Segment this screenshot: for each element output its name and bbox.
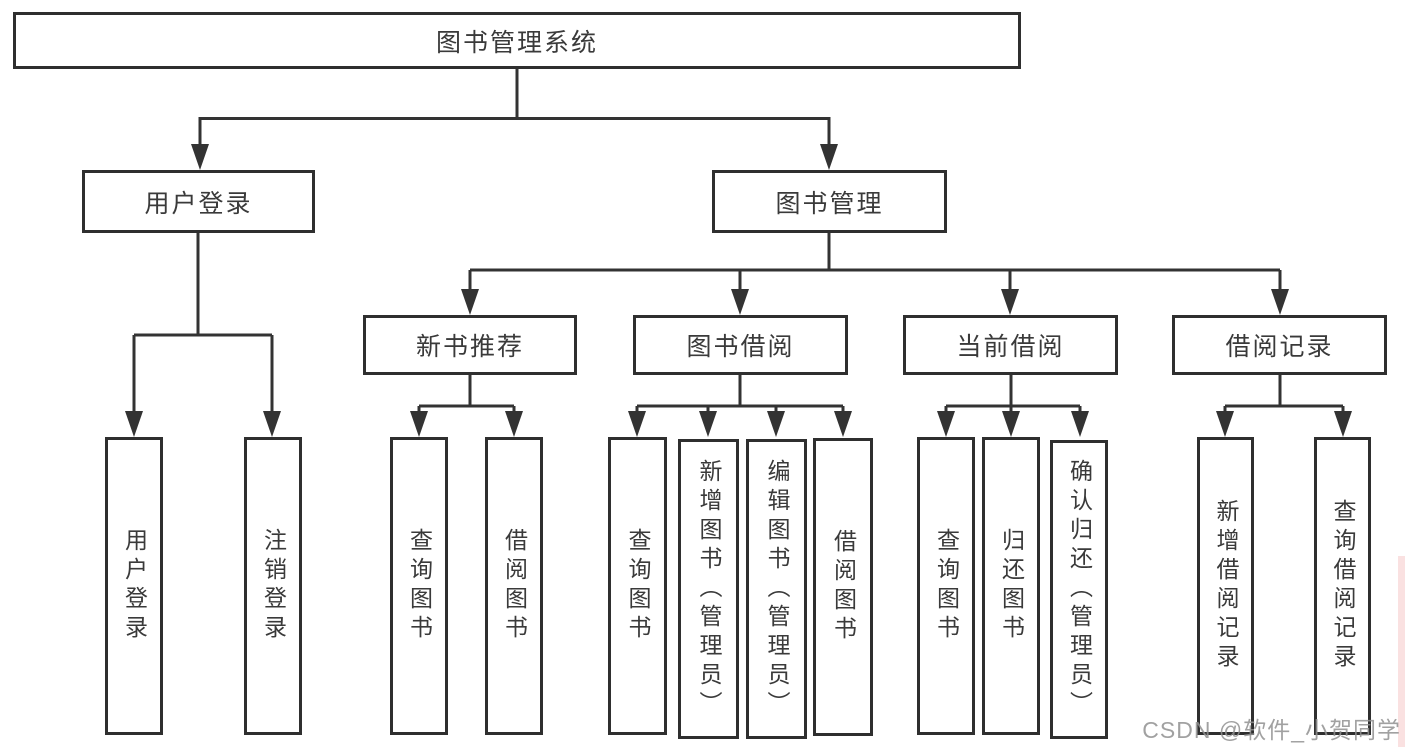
connector-book-borrow (635, 375, 845, 414)
connector-user-login (132, 233, 274, 414)
arrowhead (191, 144, 209, 170)
arrowhead (937, 411, 955, 437)
node-current-borrow: 当前借阅 (903, 315, 1118, 375)
connector-root (198, 69, 831, 147)
leaf-current-confirm-return-admin: 确认归还（管理员） (1050, 440, 1108, 739)
leaf-records-query-record: 查询借阅记录 (1314, 437, 1371, 735)
arrowhead (505, 411, 523, 437)
arrowhead (125, 411, 143, 437)
leaf-borrow-borrow-book: 借阅图书 (813, 438, 873, 736)
leaf-user-login-label: 用户登录 (121, 528, 148, 644)
connector-new-book-recommend (417, 375, 516, 414)
leaf-recommend-query-book: 查询图书 (390, 437, 448, 735)
node-book-borrow: 图书借阅 (633, 315, 848, 375)
csdn-watermark: CSDN @软件_小贺同学 (1142, 717, 1401, 743)
leaf-current-query-book-label: 查询图书 (933, 528, 960, 644)
leaf-borrow-borrow-book-label: 借阅图书 (830, 529, 857, 645)
arrowhead (1334, 411, 1352, 437)
leaf-logout: 注销登录 (244, 437, 302, 735)
leaf-borrow-query-book: 查询图书 (608, 437, 667, 735)
node-new-book-recommend-label: 新书推荐 (415, 333, 524, 361)
arrowhead (731, 289, 749, 315)
arrowhead (767, 411, 785, 437)
arrowhead (628, 411, 646, 437)
leaf-current-return-book: 归还图书 (982, 437, 1040, 735)
node-borrow-records: 借阅记录 (1172, 315, 1387, 375)
arrowheads (125, 144, 1352, 437)
arrowhead (1216, 411, 1234, 437)
leaf-current-confirm-return-admin-label: 确认归还（管理员） (1066, 459, 1093, 720)
arrowhead (263, 411, 281, 437)
node-root: 图书管理系统 (13, 12, 1021, 69)
arrowhead (1071, 411, 1089, 437)
leaf-borrow-add-book-admin: 新增图书（管理员） (678, 439, 739, 739)
arrowhead (699, 411, 717, 437)
leaf-user-login: 用户登录 (105, 437, 163, 735)
node-book-management-label: 图书管理 (775, 189, 884, 218)
watermark-pink-strip (1398, 556, 1405, 747)
arrowhead (834, 411, 852, 437)
leaf-logout-label: 注销登录 (260, 528, 287, 644)
node-new-book-recommend: 新书推荐 (363, 315, 577, 375)
arrowhead (1271, 289, 1289, 315)
leaf-recommend-query-book-label: 查询图书 (406, 528, 433, 644)
node-current-borrow-label: 当前借阅 (956, 333, 1065, 361)
connector-borrow-records (1223, 375, 1345, 414)
leaf-recommend-borrow-book-label: 借阅图书 (501, 528, 528, 644)
connector-current-borrow (944, 375, 1082, 414)
node-borrow-records-label: 借阅记录 (1225, 333, 1334, 361)
arrowhead (461, 289, 479, 315)
node-book-borrow-label: 图书借阅 (686, 333, 795, 361)
leaf-records-add-record: 新增借阅记录 (1197, 437, 1254, 735)
leaf-current-return-book-label: 归还图书 (998, 528, 1025, 644)
leaf-borrow-edit-book-admin-label: 编辑图书（管理员） (764, 458, 790, 720)
arrowhead (410, 411, 428, 437)
leaf-borrow-edit-book-admin: 编辑图书（管理员） (746, 439, 807, 739)
arrowhead (1001, 289, 1019, 315)
connector-book-management (468, 233, 1282, 292)
leaf-current-query-book: 查询图书 (917, 437, 975, 735)
leaf-borrow-add-book-admin-label: 新增图书（管理员） (696, 458, 722, 720)
node-book-management: 图书管理 (712, 170, 947, 233)
node-user-login: 用户登录 (82, 170, 315, 233)
leaf-records-query-record-label: 查询借阅记录 (1330, 499, 1356, 673)
leaf-borrow-query-book-label: 查询图书 (625, 528, 651, 644)
arrowhead (1002, 411, 1020, 437)
arrowhead (820, 144, 838, 170)
node-user-login-label: 用户登录 (144, 189, 253, 218)
leaf-recommend-borrow-book: 借阅图书 (485, 437, 543, 735)
node-root-label: 图书管理系统 (435, 28, 598, 57)
leaf-records-add-record-label: 新增借阅记录 (1213, 499, 1239, 673)
